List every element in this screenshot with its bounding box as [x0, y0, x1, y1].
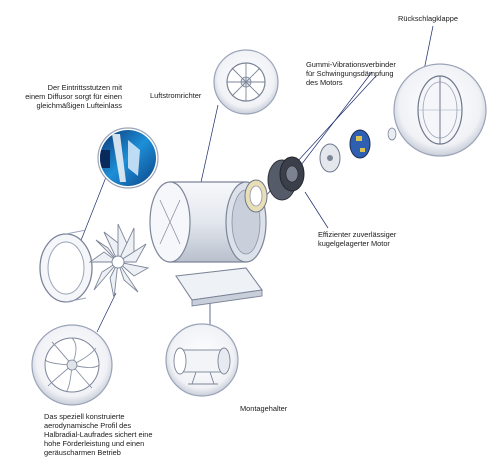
- label-eintrittsstutzen-line-2: einem Diffusor sorgt für einen: [25, 92, 122, 101]
- label-rueckschlagklappe-text: Rückschlagklappe: [398, 14, 458, 23]
- label-montagehalter: Montagehalter: [240, 404, 320, 413]
- inset-check-flap: [393, 63, 487, 157]
- inset-flow-straightener: [213, 49, 279, 115]
- inset-inlet-diffuser: [97, 127, 159, 189]
- label-laufrad: Das speziell konstruierte aerodynamische…: [44, 412, 184, 457]
- label-eintrittsstutzen-line-1: Der Eintrittsstutzen mit: [47, 83, 122, 92]
- part-circuit-board: [349, 129, 371, 159]
- label-eintrittsstutzen-line-3: gleichmäßigen Lufteinlass: [36, 101, 122, 110]
- part-inlet-ring: [39, 229, 93, 303]
- label-luftstromrichter: Luftstromrichter: [150, 91, 220, 100]
- part-check-flap: [387, 127, 397, 141]
- inset-complete-fan: [165, 323, 239, 397]
- label-montagehalter-text: Montagehalter: [240, 404, 288, 413]
- label-gummi: Gummi-Vibrationsverbinder für Schwingung…: [306, 60, 426, 87]
- label-laufrad-line-4: hohe Förderleistung und einen: [44, 439, 145, 448]
- label-gummi-line-3: des Motors: [306, 78, 343, 87]
- label-laufrad-line-5: geräuscharmen Betrieb: [44, 448, 121, 457]
- label-motor-line-1: Effizienter zuverlässiger: [318, 230, 397, 239]
- callout-line-laufrad: [96, 292, 117, 333]
- callout-line-motor: [304, 191, 329, 229]
- part-rubber-connector: [244, 179, 268, 213]
- label-motor: Effizienter zuverlässiger kugelgelagerte…: [318, 230, 428, 248]
- inset-impeller: [31, 324, 113, 406]
- part-mounting-bracket: [175, 267, 263, 307]
- label-eintrittsstutzen: Der Eintrittsstutzen mit einem Diffusor …: [0, 83, 122, 110]
- label-luftstromrichter-text: Luftstromrichter: [150, 91, 202, 100]
- part-motor: [267, 156, 305, 201]
- label-motor-line-2: kugelgelagerter Motor: [318, 239, 390, 248]
- label-laufrad-line-1: Das speziell konstruierte: [44, 412, 125, 421]
- label-laufrad-line-3: Halbradial-Laufrades sichert eine: [44, 430, 153, 439]
- label-rueckschlagklappe: Rückschlagklappe: [398, 14, 488, 23]
- callout-line-luftstromrichter: [197, 104, 219, 197]
- part-impeller: [88, 223, 150, 299]
- label-laufrad-line-2: aerodynamische Profil des: [44, 421, 132, 430]
- callout-line-eintrittsstutzen: [77, 171, 109, 249]
- label-gummi-line-1: Gummi-Vibrationsverbinder: [306, 60, 396, 69]
- part-motor-plate: [319, 143, 341, 173]
- label-gummi-line-2: für Schwingungsdämpfung: [306, 69, 394, 78]
